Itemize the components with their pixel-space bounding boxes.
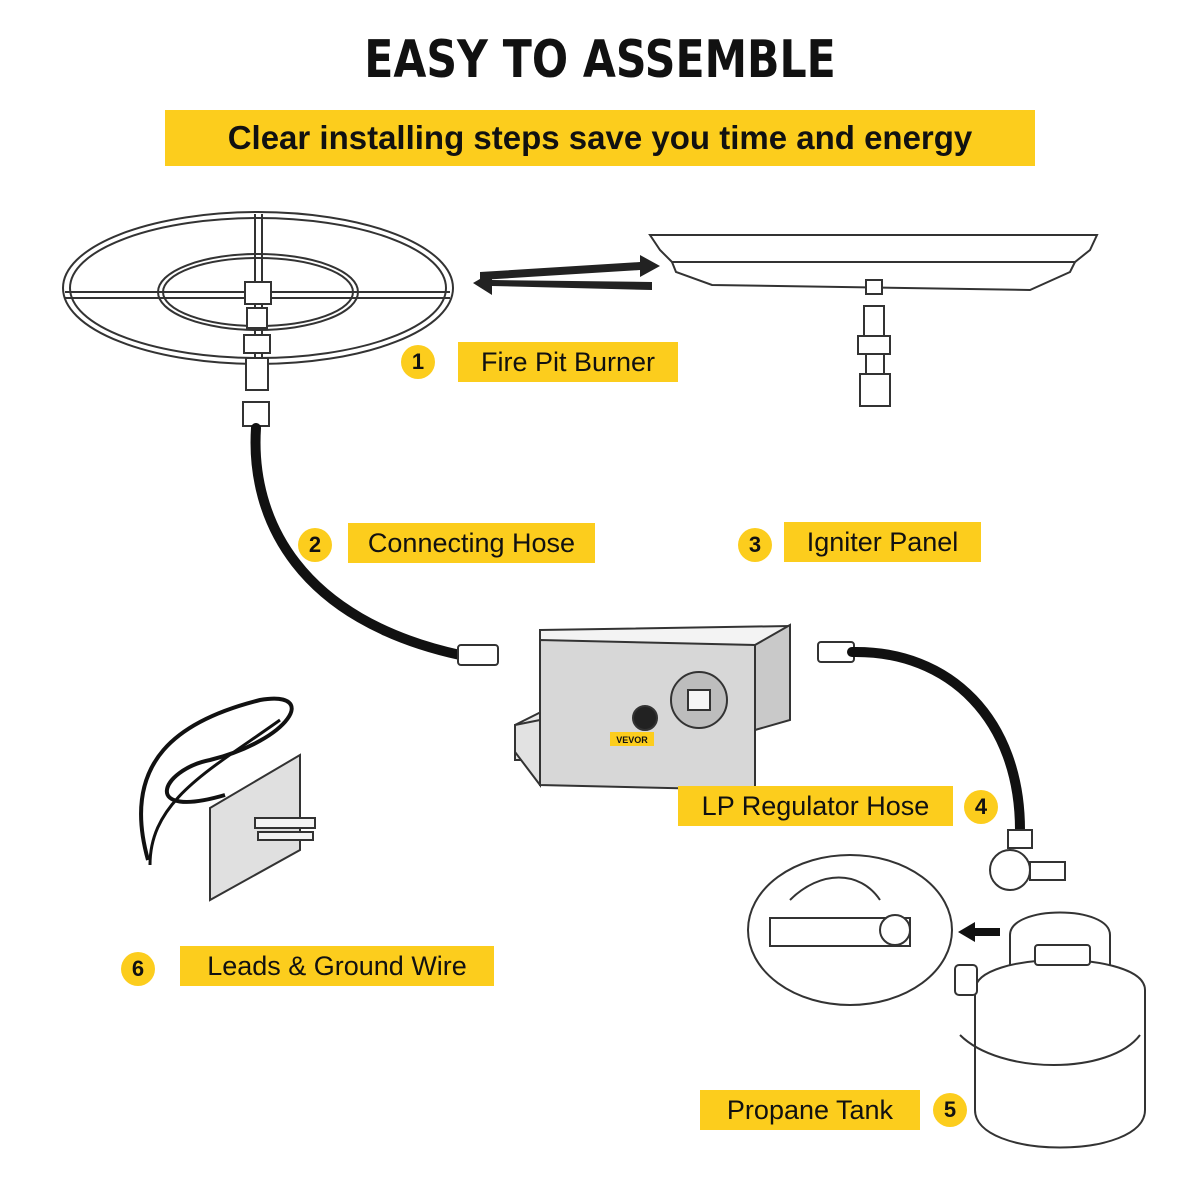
subtitle-banner: Clear installing steps save you time and…	[165, 110, 1035, 166]
step-1-label: Fire Pit Burner	[458, 342, 678, 382]
step-5-number: 5	[933, 1093, 967, 1127]
step-3-label: Igniter Panel	[784, 522, 981, 562]
igniter-panel-illustration: VEVOR	[514, 623, 791, 792]
step-4-number: 4	[964, 790, 998, 824]
connecting-hose	[250, 423, 465, 660]
fire-pit-burner-illustration	[62, 211, 454, 427]
step-2-number: 2	[298, 528, 332, 562]
page-title: EASY TO ASSEMBLE	[364, 30, 836, 90]
step-4-label: LP Regulator Hose	[678, 786, 953, 826]
step-6-label: Leads & Ground Wire	[180, 946, 494, 986]
regulator-illustration	[989, 829, 1066, 891]
subtitle-text: Clear installing steps save you time and…	[227, 119, 973, 156]
inset-arrow	[958, 922, 1000, 942]
exchange-arrows	[473, 255, 660, 295]
step-5-label: Propane Tank	[700, 1090, 920, 1130]
propane-tank-illustration	[954, 911, 1146, 1149]
hose-fitting	[457, 644, 499, 666]
step-1-number: 1	[401, 345, 435, 379]
brand-tag: VEVOR	[616, 735, 648, 745]
lp-regulator-hose	[847, 646, 1025, 835]
leads-ground-wire-illustration	[139, 696, 316, 902]
step-3-number: 3	[738, 528, 772, 562]
connection-detail-inset	[747, 854, 953, 1006]
pan-burner-illustration	[648, 234, 1099, 407]
step-6-number: 6	[121, 952, 155, 986]
step-2-label: Connecting Hose	[348, 523, 595, 563]
